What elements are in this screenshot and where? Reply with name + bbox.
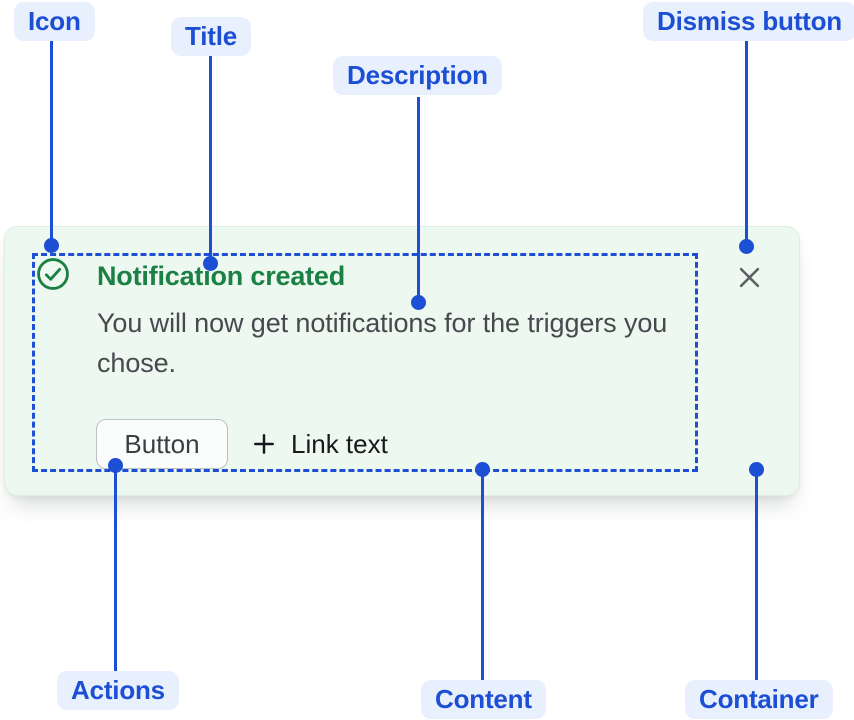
connector-dot-description (411, 295, 426, 310)
connector-dot-actions (108, 458, 123, 473)
connector-dot-content (475, 462, 490, 477)
annotation-label-actions: Actions (57, 671, 179, 710)
annotation-label-content: Content (421, 680, 546, 719)
toast-title: Notification created (97, 261, 346, 291)
annotation-label-dismiss: Dismiss button (643, 2, 854, 41)
connector-line-icon (50, 41, 53, 245)
success-check-icon (36, 257, 70, 291)
plus-icon (250, 430, 278, 458)
toast-content-region (32, 253, 698, 472)
connector-line-actions (114, 465, 117, 671)
connector-dot-container (749, 462, 764, 477)
connector-line-content (481, 470, 484, 680)
connector-dot-icon (44, 238, 59, 253)
toast-container: Notification created You will now get no… (4, 226, 800, 496)
annotation-label-title: Title (171, 17, 251, 56)
connector-line-title (209, 56, 212, 264)
annotation-label-description: Description (333, 56, 502, 95)
dismiss-button[interactable] (727, 257, 771, 297)
connector-line-description (417, 97, 420, 303)
annotation-label-icon: Icon (14, 2, 95, 41)
toast-action-link[interactable]: Link text (250, 429, 388, 460)
connector-dot-dismiss (739, 239, 754, 254)
toast-description: You will now get notifications for the t… (97, 308, 668, 378)
annotation-label-container: Container (685, 680, 833, 719)
toast-actions: Button Link text (96, 419, 388, 469)
close-icon (734, 262, 765, 293)
connector-line-container (755, 470, 758, 680)
connector-line-dismiss (745, 41, 748, 247)
toast-link-label: Link text (291, 428, 388, 459)
connector-dot-title (203, 256, 218, 271)
